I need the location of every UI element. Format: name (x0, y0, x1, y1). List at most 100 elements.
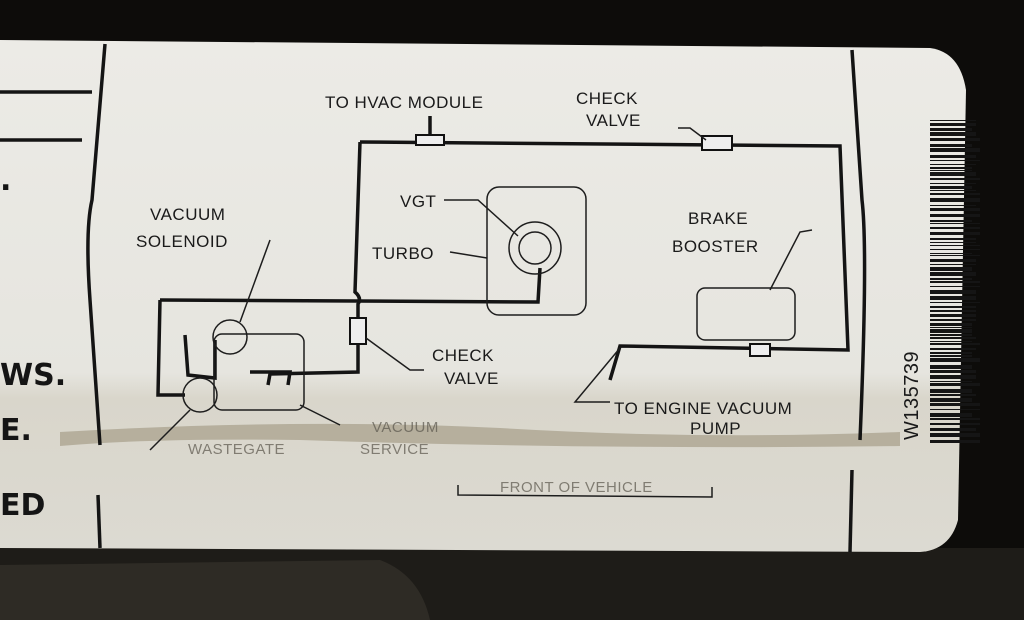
leader-check-top (678, 127, 707, 141)
vacuum-line-wastegate (250, 370, 293, 386)
barcode-bar (930, 334, 972, 336)
barcode-bar (930, 167, 972, 169)
barcode (930, 120, 980, 443)
label-vacuum-solenoid: SOLENOID (136, 232, 228, 251)
barcode-bar (930, 370, 976, 373)
divider-left (86, 43, 107, 446)
background-ledge (0, 560, 430, 620)
vacuum-line-vgt (159, 267, 542, 304)
barcode-bar (930, 123, 976, 126)
barcode-bar (930, 253, 972, 254)
text-fragment: ED (0, 488, 45, 523)
divider-right-lower (848, 469, 854, 553)
barcode-bar (930, 358, 980, 362)
barcode-bar (930, 296, 976, 300)
label-brake-booster: BRAKE (688, 209, 748, 228)
barcode-bar (930, 413, 972, 417)
label-turbo: TURBO (372, 244, 434, 263)
barcode-bar (930, 245, 980, 246)
label-vgt: VGT (400, 192, 436, 211)
label-service-faded: SERVICE (360, 441, 429, 458)
barcode-bar (930, 394, 976, 396)
barcode-bar (930, 389, 972, 393)
barcode-bar (930, 341, 972, 342)
wastegate-body (213, 333, 305, 411)
barcode-bar (930, 319, 976, 321)
barcode-bar (930, 383, 980, 386)
label-vacuum-solenoid: VACUUM (150, 205, 225, 224)
label-check-valve-top: CHECK (576, 89, 638, 108)
barcode-bar (930, 259, 976, 262)
wastegate-actuator (182, 377, 218, 413)
label-front-of-vehicle: FRONT OF VEHICLE (500, 479, 653, 496)
barcode-bar (930, 365, 972, 369)
label-wastegate-faded: WASTEGATE (188, 441, 285, 458)
barcode-bar (930, 198, 980, 202)
leader-vacuum (299, 404, 341, 426)
barcode-bar (930, 148, 980, 152)
label-brake-booster: BOOSTER (672, 237, 759, 256)
label-check-valve-mid: CHECK (432, 346, 494, 365)
vacuum-line-main (359, 140, 850, 381)
label-check-valve-mid: VALVE (444, 369, 499, 388)
barcode-bar (930, 409, 980, 410)
barcode-bar (930, 172, 976, 176)
barcode-bar (930, 306, 976, 308)
barcode-bar (930, 155, 976, 158)
vgt-actuator-inner (518, 231, 552, 265)
brake-booster (696, 287, 796, 341)
barcode-bar (930, 223, 980, 224)
barcode-bar (930, 264, 976, 265)
barcode-bar (930, 183, 976, 184)
barcode-bar (930, 178, 980, 180)
divider-left-lower (96, 494, 102, 549)
leader-pump (573, 347, 621, 403)
leader-vgt (444, 199, 519, 237)
barcode-bar (930, 238, 976, 240)
divider-right (850, 49, 867, 441)
barcode-bar (930, 329, 972, 333)
barcode-bar (930, 281, 980, 283)
barcode-bar (930, 160, 980, 161)
barcode-bar (930, 272, 976, 276)
barcode-bar (930, 132, 976, 136)
barcode-bar (930, 278, 972, 280)
label-engine-vacuum-pump: PUMP (690, 419, 741, 438)
barcode-bar (930, 120, 976, 121)
label-check-valve-top: VALVE (586, 111, 641, 130)
barcode-bar (930, 314, 976, 317)
tee-fitting (415, 134, 445, 146)
barcode-bar (930, 375, 976, 379)
label-engine-vacuum-pump: TO ENGINE VACUUM (614, 399, 792, 418)
label-sticker (0, 40, 966, 552)
leader-turbo (449, 251, 488, 259)
barcode-bar (930, 398, 972, 402)
barcode-bar (930, 255, 980, 256)
vacuum-line-solenoid (156, 299, 185, 397)
barcode-bar (930, 242, 976, 243)
leader-check-mid (365, 337, 424, 371)
barcode-bar (930, 249, 980, 250)
barcode-bar (930, 128, 972, 131)
barcode-bar (930, 286, 980, 287)
turbo-body (486, 186, 587, 316)
leader-brake (769, 229, 813, 291)
dirt-stripe (60, 423, 900, 448)
barcode-bar (930, 423, 980, 425)
barcode-bar (930, 193, 980, 195)
barcode-bar (930, 170, 972, 171)
brake-booster-port (749, 343, 771, 357)
barcode-bar (930, 428, 976, 431)
label-hvac-module: TO HVAC MODULE (325, 93, 483, 112)
barcode-bar (930, 348, 976, 350)
barcode-bar (930, 381, 972, 382)
barcode-bar (930, 232, 980, 235)
vacuum-line-loop (183, 334, 217, 380)
barcode-bar (930, 327, 972, 328)
barcode-bar (930, 337, 976, 339)
barcode-bar (930, 323, 972, 326)
barcode-bar (930, 214, 980, 217)
check-valve-top (701, 135, 733, 151)
